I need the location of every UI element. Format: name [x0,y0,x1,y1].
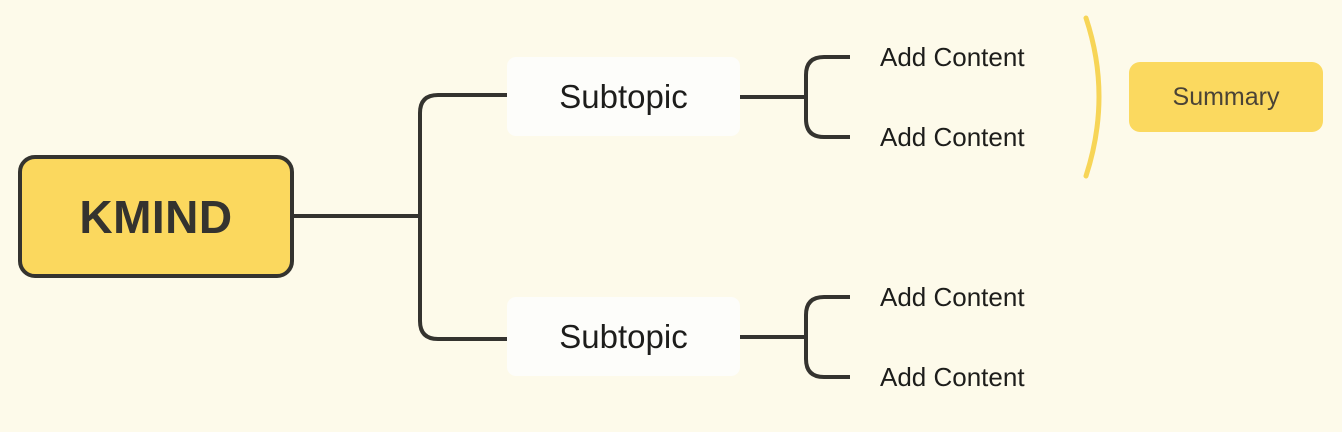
subtopic-node-1-label: Subtopic [559,77,688,115]
leaf-node-3-label: Add Content [880,281,1025,312]
subtopic-node-2[interactable]: Subtopic [507,297,740,376]
leaf-node-2-label: Add Content [880,121,1025,152]
subtopic-node-1[interactable]: Subtopic [507,57,740,136]
leaf-node-4-label: Add Content [880,361,1025,392]
summary-bracket-icon [1083,15,1102,179]
edge-subtopic-2-to-leaves [738,295,850,379]
root-node-kmind[interactable]: KMIND [18,155,294,278]
summary-node[interactable]: Summary [1129,62,1323,132]
leaf-node-add-content-1[interactable]: Add Content [880,37,1080,77]
edge-root-to-branches [292,93,510,341]
leaf-node-add-content-3[interactable]: Add Content [880,277,1080,317]
edge-subtopic-1-to-leaves [738,55,850,139]
root-node-label: KMIND [79,190,233,243]
leaf-node-add-content-2[interactable]: Add Content [880,117,1080,157]
leaf-node-1-label: Add Content [880,41,1025,72]
summary-node-label: Summary [1172,82,1280,111]
subtopic-node-2-label: Subtopic [559,317,688,355]
leaf-node-add-content-4[interactable]: Add Content [880,357,1080,397]
